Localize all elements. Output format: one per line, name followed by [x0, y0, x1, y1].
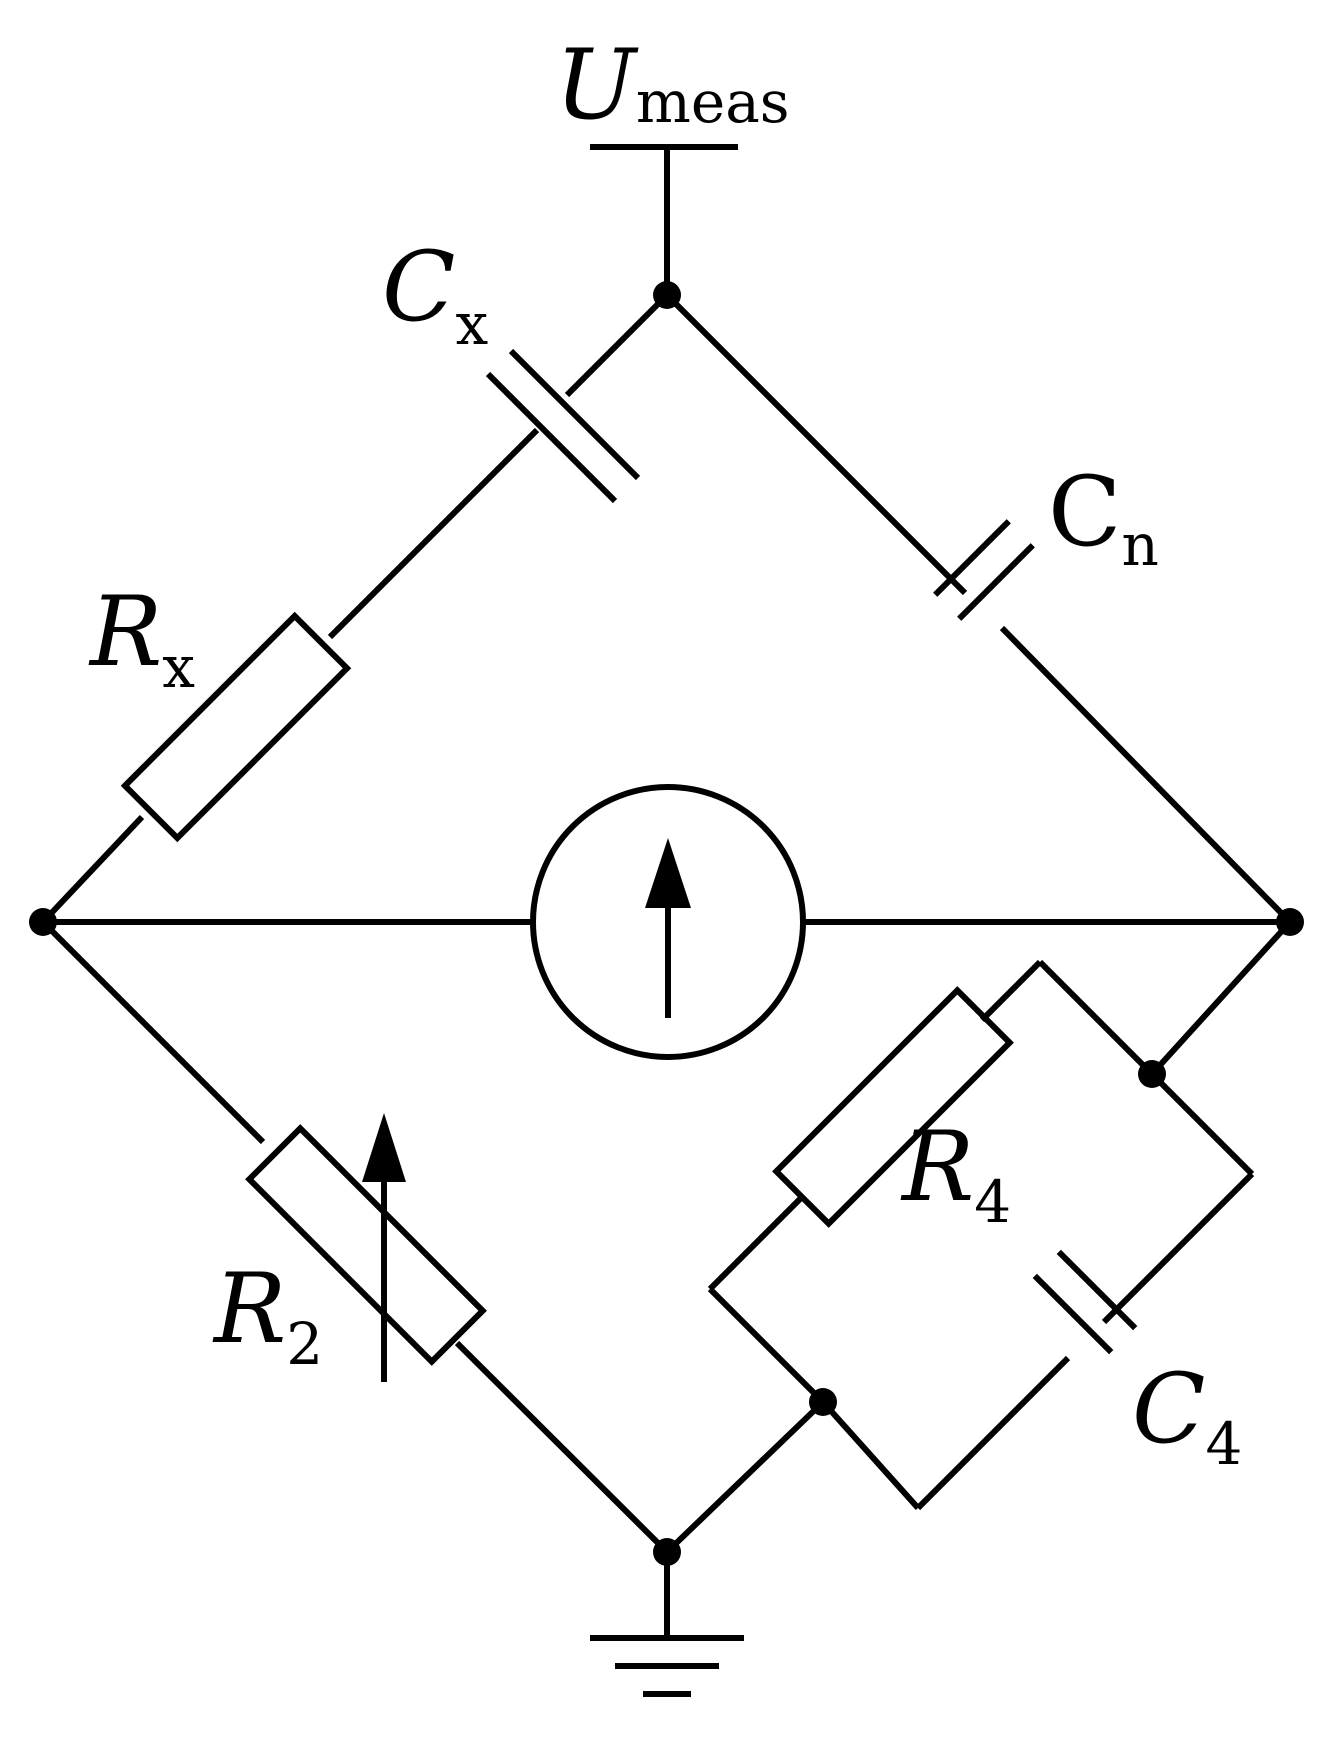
label-rx-sub: x — [162, 633, 195, 701]
c4-plate-b — [1032, 1273, 1114, 1355]
wire-network-upper-left — [1037, 959, 1155, 1077]
resistor-r2 — [245, 1124, 487, 1366]
label-cx: Cx — [382, 231, 488, 358]
ground-icon — [590, 1635, 744, 1697]
node-top — [653, 281, 681, 309]
detector — [530, 784, 806, 1060]
label-r4: R4 — [900, 1111, 1011, 1236]
label-u-sub: meas — [636, 68, 790, 136]
resistor-rx — [120, 611, 352, 843]
wire-cn-to-right-node — [999, 625, 1293, 925]
label-r2: R2 — [212, 1253, 323, 1378]
capacitor-c4 — [1032, 1249, 1138, 1355]
wire-c4-upper-lead — [1101, 1171, 1255, 1325]
label-c4: C4 — [1132, 1353, 1242, 1478]
capacitor-cx — [485, 348, 641, 504]
wire-cx-to-rx — [327, 427, 540, 640]
node-left — [29, 908, 57, 936]
label-u-main: U — [555, 29, 639, 141]
label-cx-main: C — [382, 231, 455, 343]
label-cn: Cn — [1048, 456, 1159, 579]
label-r4-main: R — [900, 1111, 974, 1223]
r2-arrowhead — [362, 1113, 406, 1182]
detector-circle — [530, 784, 806, 1060]
detector-arrowhead — [645, 838, 691, 908]
node-bottom — [653, 1538, 681, 1566]
wire-network-to-bottom — [664, 1399, 826, 1555]
wire-network-bottom — [820, 1399, 921, 1511]
label-cn-sub: n — [1121, 511, 1158, 579]
cx-plate-b — [508, 348, 641, 481]
wire-rx-to-left-node — [40, 814, 145, 925]
wire-r2-to-bottom — [454, 1340, 670, 1555]
label-cn-main: C — [1048, 456, 1121, 568]
node-right — [1276, 908, 1304, 936]
label-r2-main: R — [212, 1253, 286, 1365]
label-rx: Rx — [88, 576, 195, 701]
label-r2-sub: 2 — [286, 1310, 323, 1378]
node-network-top — [1138, 1060, 1166, 1088]
wire-r4-upper-lead — [979, 959, 1043, 1023]
label-u-meas: Umeas — [555, 29, 790, 141]
capacitor-cn — [933, 519, 1035, 621]
cn-plate-b — [957, 543, 1035, 621]
wire-right-to-network — [1149, 919, 1293, 1077]
wire-top-to-cx — [564, 292, 670, 398]
wire-left-to-r2 — [40, 919, 266, 1145]
label-c4-main: C — [1132, 1353, 1205, 1465]
c4-plate-a — [1056, 1249, 1138, 1331]
label-cx-sub: x — [455, 290, 488, 358]
wire-r4-lower-lead — [707, 1196, 803, 1292]
wire-c4-lower-lead — [915, 1355, 1071, 1511]
wire-top-to-cn — [664, 292, 968, 596]
label-rx-main: R — [88, 576, 162, 688]
cn-plate-a — [933, 519, 1011, 597]
label-c4-sub: 4 — [1205, 1410, 1242, 1478]
resistor-r4 — [772, 986, 1014, 1228]
wire-network-upper-right — [1149, 1071, 1255, 1177]
wire-network-left-to-node — [707, 1286, 826, 1405]
node-network-bottom — [809, 1388, 837, 1416]
label-r4-sub: 4 — [974, 1168, 1011, 1236]
cx-plate-a — [485, 371, 618, 504]
